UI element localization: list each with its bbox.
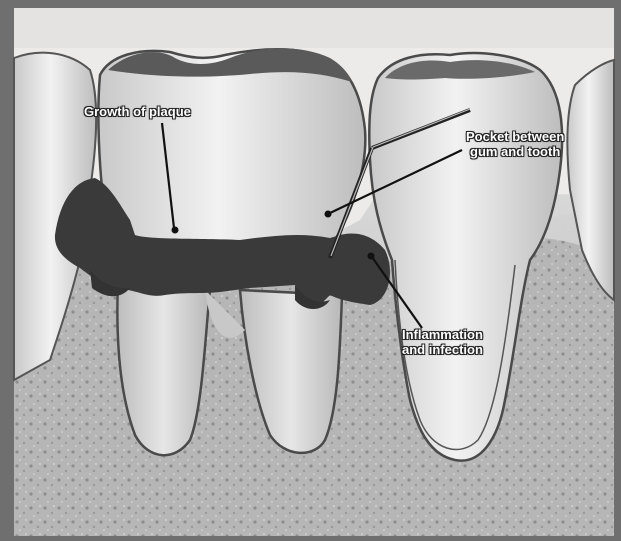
label-pocket-line2: gum and tooth bbox=[466, 144, 564, 159]
label-inflammation: Inflammation and infection bbox=[402, 327, 483, 357]
label-inflammation-line2: and infection bbox=[402, 342, 483, 357]
label-pocket: Pocket between gum and tooth bbox=[466, 129, 564, 159]
label-plaque-text: Growth of plaque bbox=[84, 104, 191, 119]
label-growth-of-plaque: Growth of plaque bbox=[84, 104, 191, 119]
label-inflammation-line1: Inflammation bbox=[402, 327, 483, 342]
label-pocket-line1: Pocket between bbox=[466, 129, 564, 144]
